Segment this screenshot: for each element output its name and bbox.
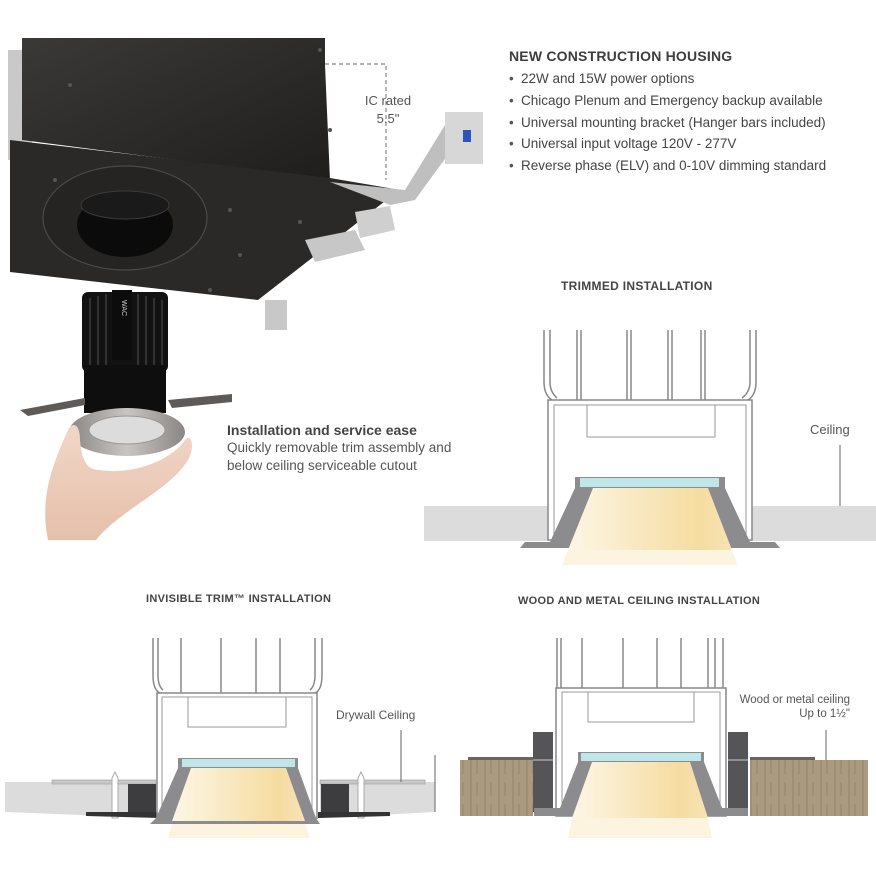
trimmed-installation-title: TRIMMED INSTALLATION [561, 279, 713, 293]
drywall-ceiling-callout: Drywall Ceiling [336, 708, 416, 722]
wood-metal-ceiling-diagram [460, 638, 868, 838]
feature-item: Universal mounting bracket (Hanger bars … [509, 112, 826, 134]
feature-item: Universal input voltage 120V - 277V [509, 133, 826, 155]
wood-metal-callout-line1: Wood or metal ceiling [739, 694, 850, 706]
feature-item: Chicago Plenum and Emergency backup avai… [509, 90, 826, 112]
wood-metal-callout-line2: Up to 1½" [799, 708, 850, 720]
wood-metal-ceiling-callout: Wood or metal ceiling Up to 1½" [734, 693, 850, 721]
svg-text:WAC: WAC [120, 300, 127, 316]
feature-item: Reverse phase (ELV) and 0-10V dimming st… [509, 155, 826, 177]
feature-list-section: NEW CONSTRUCTION HOUSING 22W and 15W pow… [509, 48, 826, 177]
service-ease-title: Installation and service ease [227, 422, 417, 438]
ic-rated-text: IC rated [364, 93, 412, 108]
invisible-trim-diagram [5, 638, 436, 838]
service-ease-line1: Quickly removable trim assembly and [227, 440, 452, 455]
ic-rated-label: IC rated 5.5" [348, 92, 428, 128]
ceiling-callout: Ceiling [810, 422, 850, 437]
trimmed-installation-diagram [424, 330, 876, 565]
feature-item: 22W and 15W power options [509, 68, 826, 90]
service-ease-line2: below ceiling serviceable cutout [227, 458, 417, 473]
invisible-trim-title: INVISIBLE TRIM™ INSTALLATION [146, 593, 332, 605]
ic-rated-dimension: 5.5" [376, 111, 400, 126]
wood-metal-ceiling-title: WOOD AND METAL CEILING INSTALLATION [518, 595, 761, 607]
service-ease-caption: Installation and service ease Quickly re… [227, 421, 451, 475]
feature-list: 22W and 15W power options Chicago Plenum… [509, 68, 826, 177]
features-title: NEW CONSTRUCTION HOUSING [509, 48, 733, 64]
housing-product-image: WAC [8, 38, 483, 540]
